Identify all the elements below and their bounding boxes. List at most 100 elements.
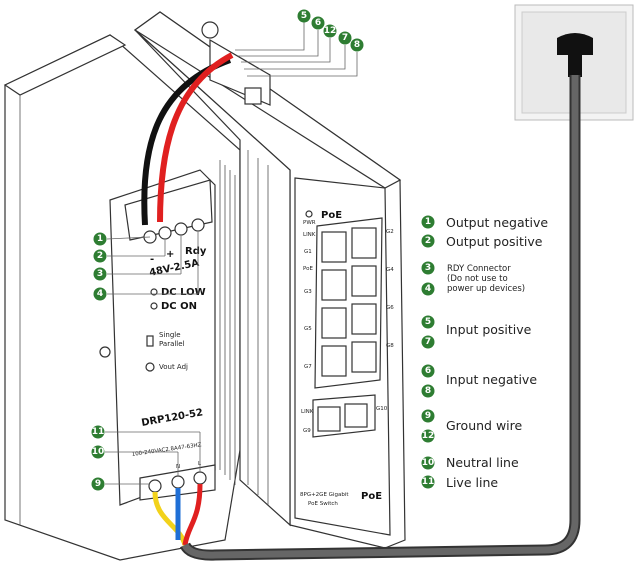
svg-text:3: 3 xyxy=(97,269,103,279)
vout-adj-label: Vout Adj xyxy=(159,363,188,371)
dc-low-label: DC LOW xyxy=(161,287,206,298)
callout-badge: 2 xyxy=(93,249,107,263)
port-label: G2 xyxy=(386,229,394,235)
legend-input-positive: Input positive xyxy=(446,322,532,337)
legend: 1 Output negative 2 Output positive 3 4 … xyxy=(421,215,548,490)
svg-text:2: 2 xyxy=(425,236,431,246)
svg-text:2: 2 xyxy=(97,251,103,261)
svg-text:10: 10 xyxy=(422,458,435,468)
poe-switch: PWR PoE LINK PoE G1 G3 G5 G7 G2 G4 G6 G8… xyxy=(133,11,406,549)
live-wire xyxy=(182,483,203,546)
callout-badge: 7 xyxy=(338,31,352,45)
vout-adj-knob xyxy=(145,362,155,372)
svg-text:5: 5 xyxy=(425,317,431,327)
rj45-port xyxy=(321,307,347,339)
callout-badge: 4 xyxy=(93,287,107,301)
callout-badge: 9 xyxy=(91,477,105,491)
svg-text:9: 9 xyxy=(425,411,431,421)
port-label: G6 xyxy=(386,305,394,311)
brand-label: PoE xyxy=(321,210,342,221)
legend-ground-wire: Ground wire xyxy=(446,418,523,433)
sfp-right-label: G10 xyxy=(376,406,388,412)
single-label: Single xyxy=(159,331,181,339)
svg-text:3: 3 xyxy=(425,263,431,273)
legend-rdy-line-3: power up devices) xyxy=(447,284,525,294)
screw-icon xyxy=(99,346,111,358)
svg-text:6: 6 xyxy=(315,18,321,28)
callout-badge: 6 xyxy=(311,16,325,30)
svg-text:12: 12 xyxy=(324,26,337,36)
svg-text:8: 8 xyxy=(425,386,431,396)
legend-live-line: Live line xyxy=(446,475,498,490)
sfp-left-label: G9 xyxy=(303,428,311,434)
power-supply: - + Rdy 48V-2.5A DC LOW DC ON Single Par… xyxy=(3,34,241,561)
legend-rdy-line-1: RDY Connector xyxy=(447,264,511,274)
legend-neutral-line: Neutral line xyxy=(446,455,519,470)
svg-text:12: 12 xyxy=(422,431,435,441)
parallel-label: Parallel xyxy=(159,340,185,348)
svg-text:4: 4 xyxy=(97,289,103,299)
callout-badge: 5 xyxy=(297,9,311,23)
callout-lines xyxy=(105,22,358,485)
plus-label: + xyxy=(166,249,174,260)
port-label: G5 xyxy=(304,326,312,332)
sfp-port xyxy=(317,406,341,432)
sfp-port xyxy=(344,403,368,428)
pwr-label: PWR xyxy=(303,220,316,226)
legend-rdy-line-2: (Do not use to xyxy=(447,274,508,284)
ground-wire xyxy=(152,491,188,546)
callout-badge: 10 xyxy=(91,445,105,459)
footer-brand: PoE xyxy=(361,491,382,502)
port-label: G4 xyxy=(386,267,394,273)
rj45-ports xyxy=(321,227,377,377)
plug-icon xyxy=(557,33,593,55)
svg-text:7: 7 xyxy=(425,337,431,347)
callout-badge: 12 xyxy=(323,24,337,38)
port-label: G8 xyxy=(386,343,394,349)
callout-badge: 3 xyxy=(93,267,107,281)
legend-output-negative: Output negative xyxy=(446,215,548,230)
link-label: LINK xyxy=(303,232,316,238)
ground-terminal xyxy=(148,479,162,493)
svg-text:11: 11 xyxy=(92,427,105,437)
svg-text:11: 11 xyxy=(422,477,435,487)
sfp-link-label: LINK xyxy=(301,409,314,415)
rj45-port xyxy=(351,227,377,259)
legend-input-negative: Input negative xyxy=(446,372,537,387)
positive-dc-wire xyxy=(157,52,234,223)
rj45-port xyxy=(351,265,377,297)
callout-badge: 11 xyxy=(91,425,105,439)
rdy-label: Rdy xyxy=(185,246,207,257)
svg-text:9: 9 xyxy=(95,479,101,489)
svg-text:6: 6 xyxy=(425,366,431,376)
svg-text:10: 10 xyxy=(92,447,105,457)
single-parallel-switch xyxy=(146,335,154,347)
rj45-port xyxy=(321,269,347,301)
minus-label: - xyxy=(150,254,154,265)
callout-badge: 1 xyxy=(93,232,107,246)
rj45-port xyxy=(351,303,377,335)
footer-line-1: 8PG+2GE Gigabit xyxy=(300,492,349,498)
rj45-port xyxy=(321,231,347,263)
poe-led-label: PoE xyxy=(303,266,313,272)
neutral-terminal xyxy=(171,475,185,489)
svg-text:5: 5 xyxy=(301,11,307,21)
dc-on-label: DC ON xyxy=(161,301,197,312)
pwr-led xyxy=(305,210,313,218)
svg-text:4: 4 xyxy=(425,284,431,294)
dc-low-led xyxy=(150,288,158,296)
port-label: G3 xyxy=(304,289,312,295)
terminal-screw xyxy=(244,87,262,105)
live-terminal xyxy=(193,471,207,485)
svg-text:1: 1 xyxy=(425,217,431,227)
svg-text:8: 8 xyxy=(354,40,360,50)
rj45-port xyxy=(321,345,347,377)
ground-screw xyxy=(201,21,219,39)
footer-line-2: PoE Switch xyxy=(308,501,338,507)
callout-badge: 8 xyxy=(350,38,364,52)
rj45-port xyxy=(351,341,377,373)
svg-text:7: 7 xyxy=(342,33,348,43)
svg-text:1: 1 xyxy=(97,234,103,244)
legend-output-positive: Output positive xyxy=(446,234,543,249)
